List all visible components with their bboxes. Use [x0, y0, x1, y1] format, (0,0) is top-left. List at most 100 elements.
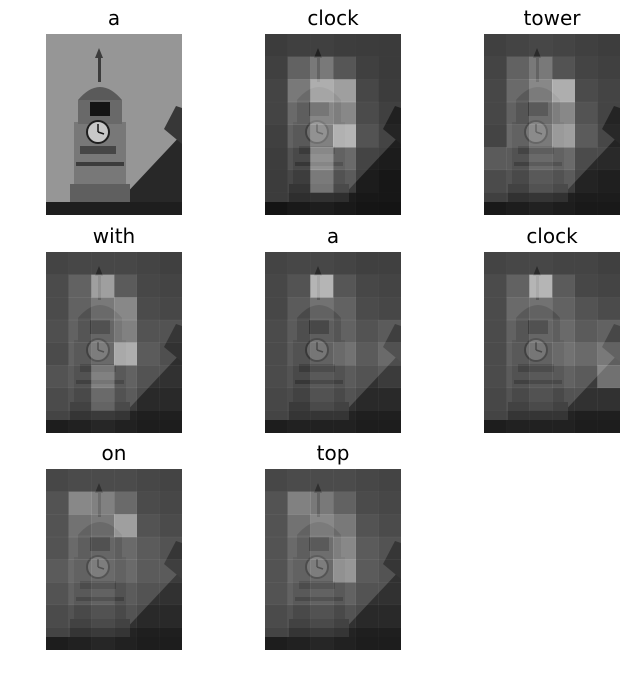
attention-cell: [506, 79, 530, 103]
attention-cell: [287, 79, 311, 103]
attention-cell: [46, 274, 69, 298]
attention-cell: [484, 192, 507, 215]
attention-cell: [91, 297, 115, 321]
attention-cell: [46, 342, 69, 366]
attention-cell: [310, 101, 334, 125]
attention-cell: [333, 147, 356, 171]
attention-cell: [506, 297, 530, 321]
attention-cell: [46, 387, 69, 411]
attention-cell: [333, 627, 356, 650]
attention-cell: [574, 410, 598, 433]
attention-cell: [287, 365, 311, 389]
attention-cell: [552, 297, 575, 321]
attention-cell: [310, 627, 334, 650]
attention-cell: [114, 491, 137, 515]
attention-cell: [574, 387, 598, 411]
attention-cell: [333, 319, 356, 343]
attention-cell: [136, 491, 160, 515]
attention-cell: [287, 297, 311, 321]
attention-cell: [265, 147, 288, 171]
attention-cell: [114, 387, 137, 411]
attention-cell: [378, 559, 401, 583]
attention-cell: [574, 56, 598, 80]
attention-cell: [574, 365, 598, 389]
attention-cell: [484, 147, 507, 171]
attention-cell: [552, 342, 575, 366]
attention-cell: [529, 342, 553, 366]
attention-cell: [91, 410, 115, 433]
attention-cell: [529, 319, 553, 343]
attention-cell: [506, 147, 530, 171]
attention-cell: [333, 469, 356, 492]
attention-cell: [265, 252, 288, 275]
attention-cell: [506, 169, 530, 193]
attention-cell: [46, 469, 69, 492]
attention-cell: [378, 274, 401, 298]
attention-cell: [310, 147, 334, 171]
attention-cell: [484, 101, 507, 125]
attention-cell: [68, 627, 92, 650]
attention-cell: [378, 57, 401, 80]
attention-cell: [114, 319, 137, 343]
attention-cell: [355, 469, 379, 492]
attention-cell: [287, 469, 311, 492]
attention-cell: [265, 469, 288, 492]
attention-cell: [378, 170, 401, 193]
attention-cell: [310, 365, 334, 389]
attention-cell: [552, 274, 575, 298]
attention-cell: [355, 124, 379, 148]
attention-cell: [68, 387, 92, 411]
attention-cell: [355, 387, 379, 411]
attention-cell: [159, 582, 182, 606]
attention-cell: [333, 297, 356, 321]
attention-cell: [355, 101, 379, 125]
attention-cell: [355, 252, 379, 275]
attention-cell: [46, 365, 69, 389]
attention-cell: [91, 536, 115, 560]
attention-cell: [310, 56, 334, 80]
attention-cell: [114, 604, 137, 628]
attention-cell: [287, 56, 311, 80]
attention-cell: [287, 491, 311, 515]
attention-cell: [355, 319, 379, 343]
attention-cell: [597, 169, 620, 193]
attention-cell: [136, 469, 160, 492]
attention-cell: [265, 536, 288, 560]
attention-cell: [265, 491, 288, 515]
attention-cell: [310, 79, 334, 103]
attention-cell: [159, 387, 182, 411]
attention-cell: [355, 274, 379, 298]
attention-cell: [46, 582, 69, 606]
attention-cell: [378, 536, 401, 560]
attention-map-image: [265, 469, 401, 650]
attention-cell: [287, 410, 311, 433]
attention-cell: [265, 365, 288, 389]
attention-cell: [355, 365, 379, 389]
attention-cell: [114, 365, 137, 389]
attention-cell: [159, 365, 182, 389]
attention-cell: [46, 297, 69, 321]
attention-cell: [484, 274, 507, 298]
attention-cell: [378, 252, 401, 275]
attention-cell: [552, 147, 575, 171]
attention-cell: [378, 469, 401, 492]
attention-cell: [91, 342, 115, 366]
attention-cell: [68, 559, 92, 583]
attention-cell: [355, 410, 379, 433]
attention-map-image: [46, 252, 182, 433]
attention-cell: [529, 147, 553, 171]
attention-cell: [552, 34, 575, 57]
panel-word: a: [107, 6, 121, 30]
attention-cell: [529, 365, 553, 389]
attention-cell: [355, 604, 379, 628]
attention-cell: [159, 274, 182, 298]
attention-cell: [378, 491, 401, 515]
attention-cell: [597, 192, 620, 215]
attention-cell: [574, 169, 598, 193]
attention-cell: [91, 252, 115, 275]
attention-cell: [597, 410, 620, 433]
attention-cell: [68, 410, 92, 433]
attention-cell: [310, 514, 334, 538]
attention-cell: [287, 124, 311, 148]
attention-cell: [506, 124, 530, 148]
